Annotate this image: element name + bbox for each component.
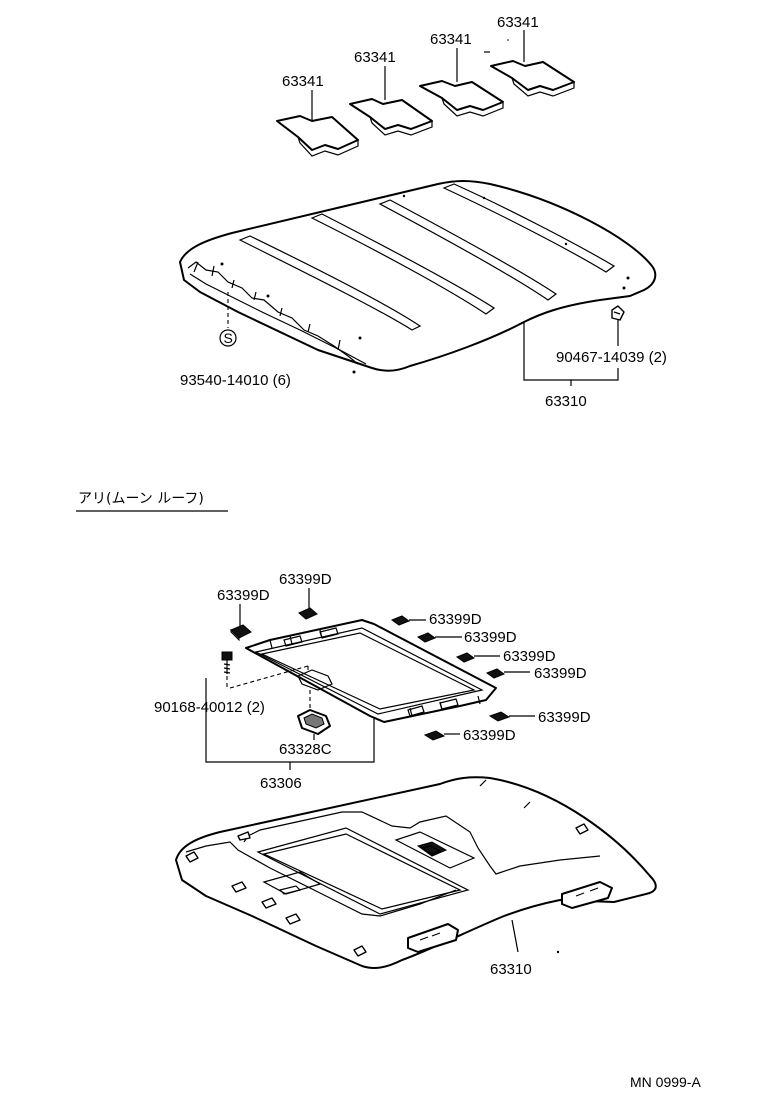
lamp-label: 63328C bbox=[279, 741, 332, 758]
retainer-clip[interactable] bbox=[298, 607, 318, 620]
retainer-clip[interactable] bbox=[390, 615, 411, 626]
pad-label-2: 63341 bbox=[354, 49, 396, 66]
pad-label-3: 63341 bbox=[430, 31, 472, 48]
silencer-pad-4[interactable] bbox=[490, 60, 575, 97]
retainer-clip[interactable] bbox=[230, 624, 252, 642]
bolt-label: 90168-40012 (2) bbox=[154, 699, 265, 716]
silencer-pad-2[interactable] bbox=[349, 98, 433, 136]
screw-label: 93540-14010 (6) bbox=[180, 372, 291, 389]
bolt-part[interactable] bbox=[221, 651, 233, 674]
moonroof-garnish[interactable] bbox=[245, 619, 497, 723]
clip-label: 90467-14039 (2) bbox=[556, 349, 667, 366]
retainer-clip[interactable] bbox=[423, 730, 446, 741]
retainer-label: 63399D bbox=[464, 629, 517, 646]
retainer-clip[interactable] bbox=[416, 632, 437, 643]
clip-part[interactable] bbox=[611, 305, 625, 346]
headlining-label-top: 63310 bbox=[545, 393, 587, 410]
silencer-pad-1[interactable] bbox=[276, 115, 359, 157]
screw-symbol[interactable]: S bbox=[219, 292, 237, 347]
retainer-label: 63399D bbox=[279, 571, 332, 588]
moonroof-headlining[interactable] bbox=[175, 776, 657, 969]
retainer-label: 63399D bbox=[429, 611, 482, 628]
svg-text:S: S bbox=[224, 330, 233, 346]
retainer-label: 63399D bbox=[538, 709, 591, 726]
figure-code: MN 0999-A bbox=[630, 1074, 701, 1090]
retainer-label: 63399D bbox=[217, 587, 270, 604]
retainer-label: 63399D bbox=[534, 665, 587, 682]
retainer-clip[interactable] bbox=[455, 652, 476, 663]
retainer-label: 63399D bbox=[463, 727, 516, 744]
garnish-label: 63306 bbox=[260, 775, 302, 792]
pad-label-4: 63341 bbox=[497, 14, 539, 31]
retainer-clip[interactable] bbox=[485, 668, 506, 679]
headlining-label-bottom: 63310 bbox=[490, 961, 532, 978]
roof-headlining-top[interactable] bbox=[179, 180, 657, 374]
retainer-label: 63399D bbox=[503, 648, 556, 665]
room-lamp[interactable] bbox=[297, 709, 331, 735]
pad-label-1: 63341 bbox=[282, 73, 324, 90]
retainer-clip[interactable] bbox=[488, 711, 511, 722]
section-title: アリ(ムーン ルーフ) bbox=[78, 491, 204, 507]
silencer-pad-3[interactable] bbox=[419, 80, 504, 117]
